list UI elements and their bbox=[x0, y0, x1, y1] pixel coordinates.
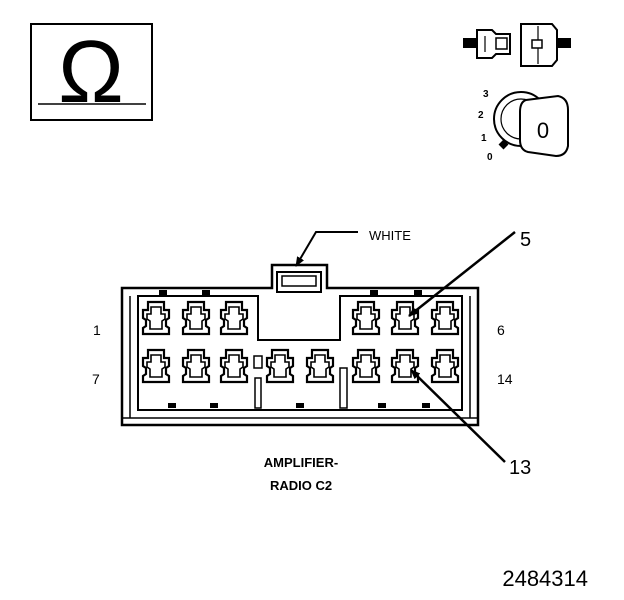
connector-name-line1: AMPLIFIER- bbox=[264, 455, 338, 470]
ignition-key bbox=[519, 94, 569, 158]
connector-name-line2: RADIO C2 bbox=[270, 478, 332, 493]
pin-label-1: 1 bbox=[93, 322, 101, 338]
ignition-position-2: 2 bbox=[478, 110, 484, 121]
ohmmeter-symbol: Ω bbox=[30, 22, 153, 121]
pin-label-7: 7 bbox=[92, 371, 100, 387]
callout-pin-5: 5 bbox=[520, 229, 531, 251]
ignition-position-3: 3 bbox=[483, 89, 489, 100]
figure-number: 2484314 bbox=[502, 566, 588, 591]
ignition-position-marker bbox=[498, 139, 509, 150]
pin-label-14: 14 bbox=[497, 371, 513, 387]
connector-color-label: WHITE bbox=[369, 228, 411, 243]
ignition-key-symbol: 3 2 1 0 0 bbox=[478, 89, 569, 163]
connector-icon bbox=[463, 23, 571, 67]
ignition-position-1: 1 bbox=[481, 133, 487, 144]
color-callout: WHITE bbox=[295, 228, 411, 267]
callout-pin-13: 13 bbox=[509, 457, 531, 479]
pin-5-callout: 5 bbox=[408, 229, 531, 317]
ignition-key-label: 0 bbox=[537, 118, 549, 143]
ohm-glyph: Ω bbox=[58, 22, 124, 121]
ignition-position-0: 0 bbox=[487, 152, 493, 163]
connector-face bbox=[120, 263, 480, 427]
pin-label-6: 6 bbox=[497, 322, 505, 338]
pin-13-callout: 13 bbox=[410, 369, 531, 479]
